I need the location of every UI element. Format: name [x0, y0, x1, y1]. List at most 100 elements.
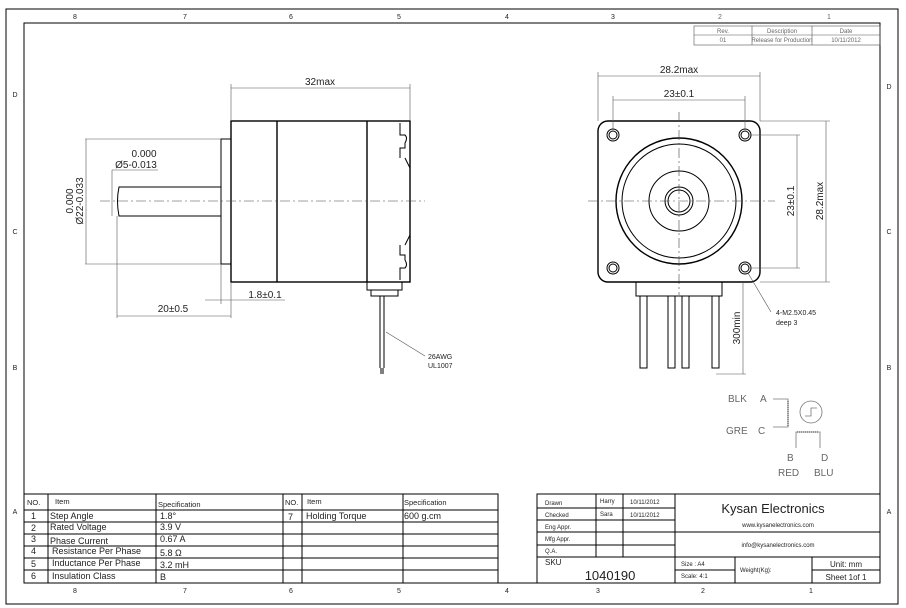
wire-b-label: B — [787, 453, 794, 464]
company-name: Kysan Electronics — [721, 501, 825, 516]
motor-body — [230, 120, 411, 283]
header-item: Item — [307, 497, 322, 506]
revision-block: Rev. Description Date 01 Release for Pro… — [693, 25, 881, 46]
row-spec: 5.8 Ω — [160, 548, 182, 558]
wire-b-color: RED — [778, 468, 799, 479]
row-marker: A — [887, 509, 892, 516]
outer-frame — [5, 8, 899, 605]
row-item: Phase Current — [50, 536, 109, 546]
row-spec: 3.9 V — [160, 522, 181, 532]
frame-row-markers: D C B A D C B A — [12, 84, 891, 516]
row-marker: A — [13, 509, 18, 516]
row-item: Holding Torque — [306, 511, 366, 521]
row-spec: 0.67 A — [160, 534, 186, 544]
drawn-date: 10/11/2012 — [630, 500, 660, 506]
header-item: Item — [55, 497, 70, 506]
row-spec: 3.2 mH — [160, 560, 189, 570]
row-item: Insulation Class — [52, 571, 116, 581]
hole-spacing-vertical: 23±0.1 — [786, 185, 797, 216]
drawn-label: Drawn — [545, 501, 562, 507]
boss-tolerance-upper: 0.000 — [65, 188, 76, 213]
row-no: 7 — [288, 512, 293, 522]
row-item: Inductance Per Phase — [52, 558, 141, 568]
rev-value: 01 — [720, 38, 727, 44]
width-dimension: 28.2max — [660, 65, 698, 76]
checked-date: 10/11/2012 — [630, 513, 660, 519]
lead-wires — [639, 295, 720, 369]
row-marker: D — [12, 92, 17, 99]
boss-height-dimension: 1.8±0.1 — [248, 290, 282, 301]
eng-appr-label: Eng Appr. — [545, 525, 571, 531]
lead-length-dimension: 300min — [732, 312, 743, 345]
row-no: 3 — [31, 534, 36, 544]
col-marker: 5 — [397, 588, 401, 595]
col-marker: 4 — [505, 588, 509, 595]
table-row: 2 Rated Voltage 3.9 V — [31, 522, 181, 533]
hole-depth: deep 3 — [776, 320, 798, 327]
boss — [220, 138, 232, 265]
row-no: 4 — [31, 546, 36, 556]
drawn-by: Harry — [600, 499, 615, 505]
col-marker: 2 — [718, 14, 722, 21]
row-no: 2 — [31, 523, 36, 533]
wire-d-color: BLU — [814, 468, 833, 479]
row-marker: B — [13, 365, 18, 372]
mfg-appr-label: Mfg Appr. — [545, 537, 571, 543]
header-no: NO. — [285, 498, 298, 507]
length-dimension: 32max — [305, 77, 335, 88]
connector — [635, 281, 723, 297]
col-marker: 7 — [183, 14, 187, 21]
col-marker: 3 — [596, 588, 600, 595]
wire-a-label: A — [760, 394, 767, 405]
hole-spacing-horizontal: 23±0.1 — [664, 89, 695, 100]
date-value: 10/11/2012 — [831, 38, 861, 44]
row-marker: C — [886, 229, 891, 236]
col-marker: 6 — [289, 588, 293, 595]
date-header: Date — [840, 29, 853, 35]
side-view: 32max 0.000 Ø5-0.013 0.000 Ø22-0.033 20±… — [65, 77, 453, 374]
wire-c-label: C — [758, 426, 765, 437]
col-marker: 7 — [183, 588, 187, 595]
table-row: 3 Phase Current 0.67 A — [31, 534, 186, 546]
description-header: Description — [767, 29, 797, 35]
col-marker: 6 — [289, 14, 293, 21]
row-marker: B — [887, 365, 892, 372]
col-marker: 2 — [701, 588, 705, 595]
row-no: 1 — [31, 511, 36, 521]
row-spec: B — [160, 572, 166, 582]
shaft-length-dimension: 20±0.5 — [158, 304, 189, 315]
description-value: Release for Production — [751, 38, 812, 44]
sku-number: 1040190 — [585, 568, 636, 583]
sku-label: SKU — [545, 558, 562, 567]
height-dimension: 28.2max — [815, 182, 826, 220]
shaft — [117, 186, 222, 217]
inner-frame — [23, 22, 881, 584]
table-row: 4 Resistance Per Phase 5.8 Ω — [31, 546, 182, 558]
company-website: www.kysanelectronics.com — [741, 523, 814, 529]
row-no: 5 — [31, 559, 36, 569]
size-label: Size : A4 — [681, 562, 705, 568]
row-spec: 1.8° — [160, 511, 177, 521]
row-item: Step Angle — [50, 511, 94, 521]
connector — [366, 281, 403, 291]
rev-header: Rev. — [717, 29, 729, 35]
col-marker: 8 — [73, 14, 77, 21]
header-specification: Specification — [158, 500, 201, 509]
row-item: Rated Voltage — [50, 522, 107, 532]
table-row: 7 Holding Torque 600 g.cm — [288, 511, 441, 522]
col-marker: 4 — [505, 14, 509, 21]
row-item: Resistance Per Phase — [52, 546, 141, 556]
col-marker: 1 — [827, 14, 831, 21]
row-marker: C — [12, 229, 17, 236]
checked-label: Checked — [545, 513, 569, 519]
wire-gauge: 26AWG — [428, 354, 452, 361]
company-email: info@kysanelectronics.com — [741, 543, 814, 549]
wiring-schematic: BLK A GRE C B D RED BLU — [726, 394, 833, 479]
row-no: 6 — [31, 571, 36, 581]
wire-standard: UL1007 — [428, 363, 453, 370]
table-row: 1 Step Angle 1.8° — [31, 511, 177, 521]
weight-label: Weight(Kg): — [740, 568, 772, 574]
unit-label: Unit: mm — [830, 560, 862, 569]
wire-c-color: GRE — [726, 426, 748, 437]
